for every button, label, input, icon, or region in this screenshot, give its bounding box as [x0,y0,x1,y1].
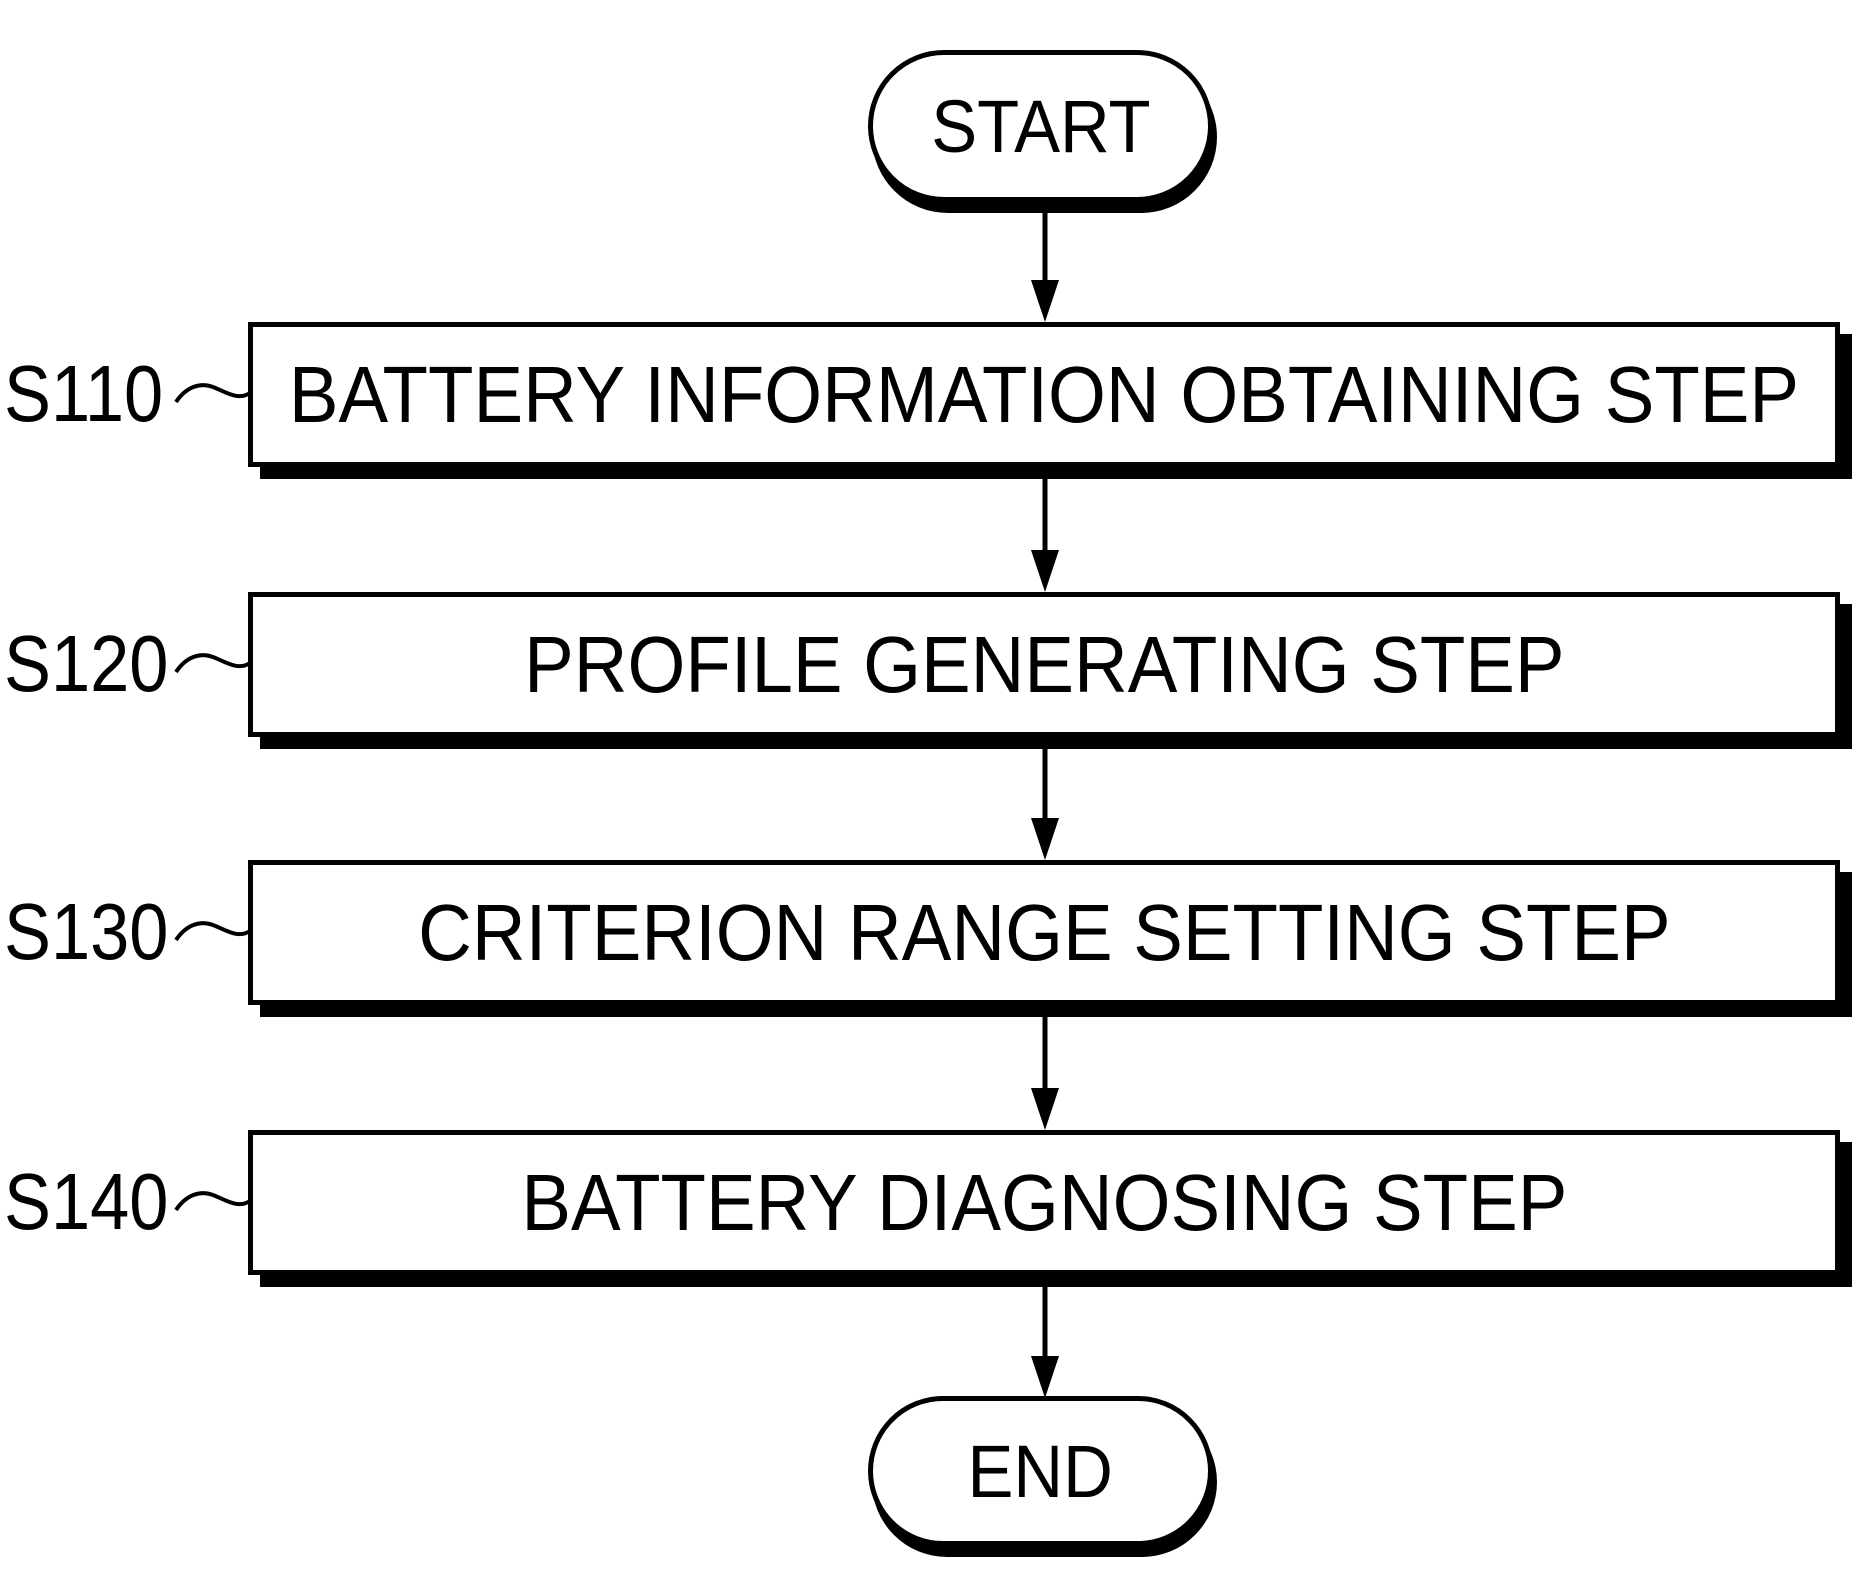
ref-connector-s110 [174,383,252,404]
step-ref-s140: S140 [4,1152,176,1252]
step-ref-s140-text: S140 [4,1157,169,1246]
end-node: END [868,1396,1213,1546]
ref-connector-s120 [174,653,252,674]
step-box-s130-label: CRITERION RANGE SETTING STEP [417,887,1671,977]
start-node: START [868,50,1213,202]
step-ref-s130-text: S130 [4,887,169,976]
step-box-s120: PROFILE GENERATING STEP [248,592,1840,737]
ref-connector-s140 [174,1191,252,1212]
end-node-label: END [967,1429,1114,1513]
flow-arrow-s140-to-end [1031,1275,1059,1398]
ref-connector-s130 [174,921,252,942]
step-ref-s120-text: S120 [4,619,169,708]
step-ref-s110: S110 [4,344,176,444]
step-ref-s110-text: S110 [4,349,164,438]
flow-arrow-start-to-s110 [1031,205,1059,322]
flow-arrow-s130-to-s140 [1031,1005,1059,1130]
step-box-s110: BATTERY INFORMATION OBTAINING STEP [248,322,1840,467]
flow-arrow-s120-to-s130 [1031,737,1059,860]
step-box-s140-label: BATTERY DIAGNOSING STEP [521,1157,1567,1247]
step-box-s130: CRITERION RANGE SETTING STEP [248,860,1840,1005]
step-box-s140: BATTERY DIAGNOSING STEP [248,1130,1840,1275]
start-node-label: START [930,84,1151,168]
step-ref-s130: S130 [4,882,176,982]
flow-arrow-s110-to-s120 [1031,467,1059,592]
step-box-s110-label: BATTERY INFORMATION OBTAINING STEP [288,349,1800,439]
step-ref-s120: S120 [4,614,176,714]
step-box-s120-label: PROFILE GENERATING STEP [523,619,1565,709]
